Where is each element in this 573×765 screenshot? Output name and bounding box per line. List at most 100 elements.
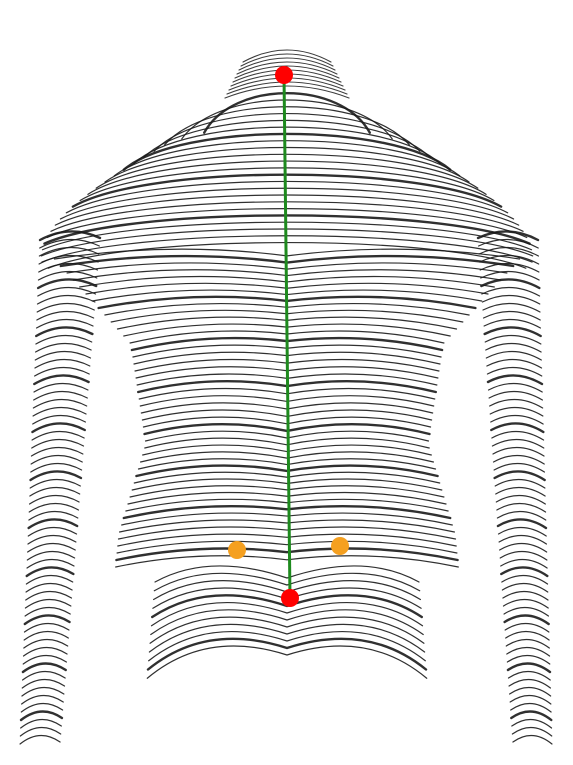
left-arm-contour-line bbox=[30, 454, 83, 465]
right-arm-contour-line bbox=[502, 598, 549, 609]
bottom-endpoint-marker bbox=[281, 589, 299, 607]
left-arm-contour-line bbox=[31, 422, 86, 434]
neck-contour-line bbox=[238, 57, 336, 71]
torso-contour-line bbox=[133, 126, 441, 165]
left-arm-contour-line bbox=[23, 638, 69, 649]
left-arm-contour-line bbox=[19, 710, 64, 722]
torso-contour-line bbox=[127, 491, 447, 505]
left-arm-contour-line bbox=[19, 726, 62, 737]
back-contour-lines bbox=[19, 49, 553, 745]
left-arm-contour-line bbox=[19, 734, 61, 745]
torso-contour-line bbox=[65, 180, 509, 214]
right-arm-contour-line bbox=[483, 326, 542, 338]
torso-contour-line bbox=[149, 616, 425, 644]
right-arm-contour-line bbox=[509, 686, 552, 697]
torso-contour-line bbox=[150, 609, 424, 636]
spine-line bbox=[282, 74, 292, 599]
right-arm-contour-line bbox=[499, 542, 548, 553]
right-arm-contour-line bbox=[495, 494, 546, 505]
left-arm-contour-line bbox=[20, 718, 62, 729]
torso-contour-line bbox=[79, 167, 495, 202]
right-arm-contour-line bbox=[489, 406, 544, 417]
torso-contour-line bbox=[148, 623, 426, 653]
torso-contour-line bbox=[87, 160, 487, 195]
right-arm-contour-line bbox=[483, 318, 542, 329]
torso-contour-line bbox=[143, 119, 431, 158]
right-arm-contour-line bbox=[480, 270, 540, 281]
neck-contour-line bbox=[240, 53, 334, 67]
left-arm-contour-line bbox=[32, 414, 87, 425]
torso-contour-line bbox=[95, 153, 479, 189]
torso-contour-line bbox=[153, 572, 421, 592]
right-arm-contour-line bbox=[482, 310, 541, 321]
left-arm-contour-line bbox=[36, 294, 96, 305]
left-arm-contour-line bbox=[21, 662, 67, 674]
left-arm-contour-line bbox=[39, 238, 100, 249]
torso-contour-line bbox=[54, 194, 520, 226]
right-arm-contour-line bbox=[479, 254, 540, 265]
left-arm-contour-line bbox=[27, 518, 79, 530]
left-arm-contour-line bbox=[27, 542, 76, 553]
right-arm-contour-line bbox=[511, 718, 553, 729]
right-arm-contour-line bbox=[477, 238, 539, 249]
torso-contour-line bbox=[115, 547, 459, 562]
torso-contour-line bbox=[131, 478, 443, 491]
right-arm-contour-line bbox=[480, 278, 541, 290]
left-arm-contour-line bbox=[29, 470, 83, 482]
torso-contour-line bbox=[122, 504, 452, 520]
neck-contour-line bbox=[236, 61, 338, 75]
right-dimple-marker bbox=[331, 537, 349, 555]
right-arm-contour-line bbox=[501, 582, 549, 593]
right-arm-contour-line bbox=[485, 342, 542, 353]
right-arm-contour-line bbox=[503, 606, 550, 617]
left-arm-contour-line bbox=[37, 270, 98, 281]
right-arm-contour-line bbox=[509, 694, 552, 705]
right-arm-contour-line bbox=[490, 414, 544, 425]
torso-contour-line bbox=[125, 498, 449, 512]
left-arm-contour-line bbox=[25, 566, 75, 578]
left-arm-contour-line bbox=[27, 534, 77, 545]
left-arm-contour-line bbox=[23, 614, 71, 626]
left-arm-contour-line bbox=[28, 494, 80, 505]
left-arm-contour-line bbox=[31, 430, 85, 441]
torso-contour-line bbox=[115, 555, 459, 568]
right-arm-contour-line bbox=[490, 422, 545, 434]
right-arm-contour-line bbox=[511, 726, 553, 737]
torso-contour-line bbox=[117, 533, 457, 547]
torso-contour-line bbox=[119, 519, 455, 533]
left-arm-contour-line bbox=[36, 310, 95, 321]
left-arm-contour-line bbox=[23, 622, 70, 633]
left-arm-contour-line bbox=[31, 438, 85, 449]
right-arm-contour-line bbox=[508, 678, 552, 689]
left-arm-contour-line bbox=[34, 326, 94, 338]
right-arm-contour-line bbox=[492, 454, 545, 465]
right-arm-contour-line bbox=[487, 382, 543, 393]
left-arm-contour-line bbox=[21, 670, 66, 681]
left-arm-contour-line bbox=[20, 702, 64, 713]
right-arm-contour-line bbox=[505, 638, 550, 649]
left-arm-contour-line bbox=[33, 374, 90, 386]
right-arm-contour-line bbox=[488, 390, 544, 401]
right-arm-contour-line bbox=[506, 662, 552, 674]
right-arm-contour-line bbox=[505, 630, 550, 641]
left-arm-contour-line bbox=[33, 390, 88, 401]
right-arm-contour-line bbox=[510, 710, 553, 722]
right-arm-contour-line bbox=[489, 398, 544, 409]
left-arm-contour-line bbox=[25, 582, 73, 593]
right-arm-contour-line bbox=[502, 590, 549, 601]
right-arm-contour-line bbox=[506, 654, 551, 665]
right-arm-contour-line bbox=[497, 526, 547, 537]
torso-contour-line bbox=[133, 471, 441, 484]
right-arm-contour-line bbox=[510, 702, 552, 713]
torso-contour-line bbox=[116, 540, 458, 554]
left-arm-contour-line bbox=[29, 486, 81, 497]
left-arm-contour-line bbox=[32, 406, 87, 417]
right-arm-contour-line bbox=[478, 246, 540, 257]
left-arm-contour-line bbox=[22, 654, 68, 665]
right-arm-contour-line bbox=[479, 262, 540, 273]
right-arm-contour-line bbox=[496, 518, 548, 530]
right-arm-contour-line bbox=[486, 366, 543, 377]
torso-contour-line bbox=[129, 485, 445, 498]
left-arm-contour-line bbox=[36, 302, 95, 313]
